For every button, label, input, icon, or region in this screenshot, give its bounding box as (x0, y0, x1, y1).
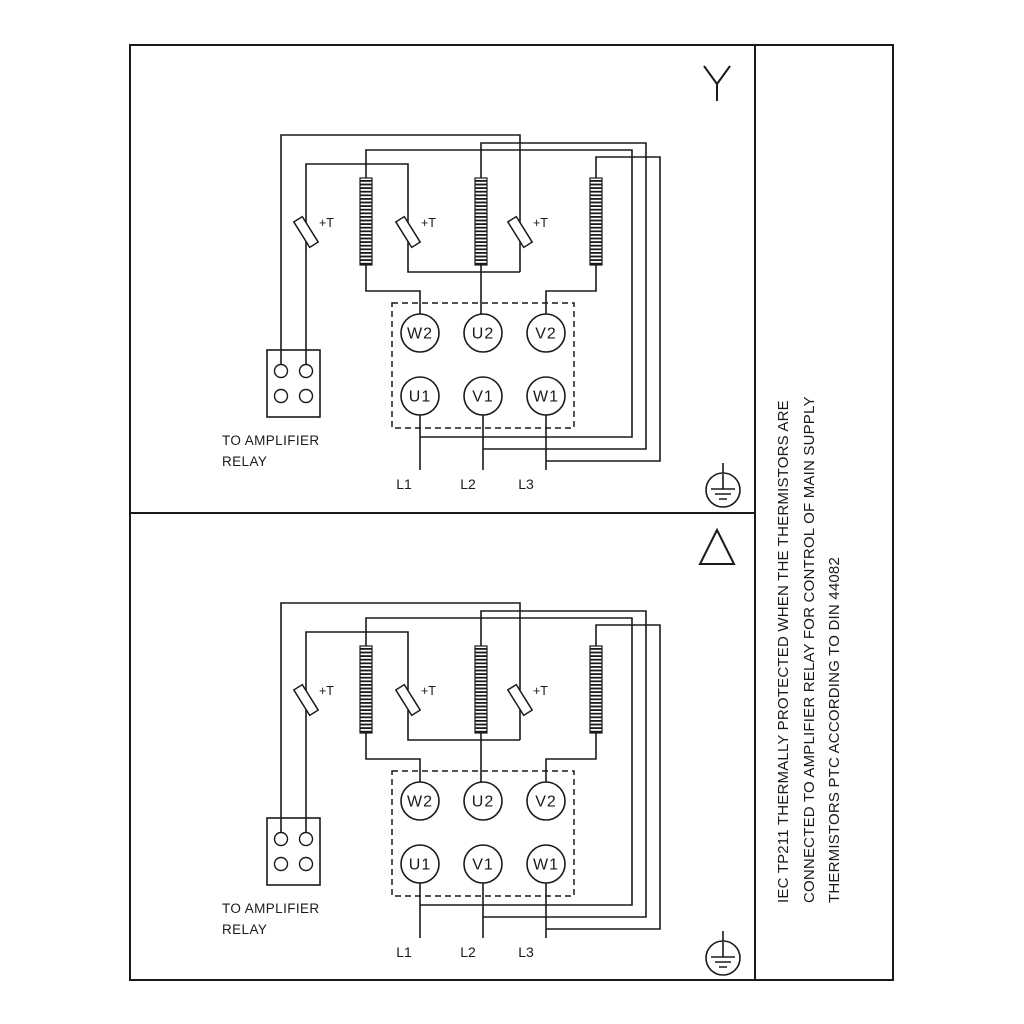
thermistor-icon: +T (394, 683, 436, 717)
wiring-lines (280, 134, 661, 470)
side-note-line-3: THERMISTORS PTC ACCORDING TO DIN 44082 (826, 556, 843, 903)
thermistor-label: +T (421, 684, 436, 698)
thermistor-icon: +T (506, 215, 548, 249)
relay-caption-line2: RELAY (222, 922, 267, 937)
winding-coil-icon (359, 645, 373, 734)
terminal-v1: V1 (463, 376, 503, 416)
terminal-label: V1 (472, 857, 494, 874)
supply-line-l2: L2 (460, 476, 476, 492)
side-note-line-2: CONNECTED TO AMPLIFIER RELAY FOR CONTROL… (800, 396, 818, 903)
terminal-label: U2 (472, 326, 494, 343)
wiring-lines (280, 602, 661, 938)
star-panel: +T +T +T W2 U2 V2 (222, 65, 741, 508)
winding-coil-icon (474, 177, 488, 266)
terminal-label: W1 (533, 389, 559, 406)
supply-line-l3: L3 (518, 476, 534, 492)
thermistor-label: +T (319, 216, 334, 230)
terminal-u2: U2 (463, 781, 503, 821)
amplifier-relay-block (266, 817, 321, 886)
delta-panel: +T +T +T W2 U2 V2 (222, 527, 741, 976)
relay-caption-line2: RELAY (222, 454, 267, 469)
relay-caption-line1: TO AMPLIFIER (222, 901, 320, 916)
terminal-box (391, 302, 575, 429)
thermistor-icon: +T (292, 215, 334, 249)
thermistor-icon: +T (506, 683, 548, 717)
delta-connection-icon (698, 527, 736, 565)
terminal-u1: U1 (400, 844, 440, 884)
terminal-label: V2 (535, 794, 557, 811)
frame (129, 44, 894, 981)
terminal-label: V2 (535, 326, 557, 343)
relay-caption-line1: TO AMPLIFIER (222, 433, 320, 448)
winding-coil-icon (589, 645, 603, 734)
terminal-w2: W2 (400, 781, 440, 821)
terminal-label: U1 (409, 857, 431, 874)
supply-line-l2: L2 (460, 944, 476, 960)
terminal-label: U2 (472, 794, 494, 811)
terminal-label: V1 (472, 389, 494, 406)
thermistor-label: +T (533, 216, 548, 230)
terminal-u2: U2 (463, 313, 503, 353)
supply-line-l3: L3 (518, 944, 534, 960)
thermistor-icon: +T (394, 215, 436, 249)
terminal-w1: W1 (526, 376, 566, 416)
side-note-line-1: IEC TP211 THERMALLY PROTECTED WHEN THE T… (775, 400, 792, 903)
terminal-label: W2 (407, 326, 433, 343)
winding-coil-icon (474, 645, 488, 734)
terminal-label: U1 (409, 389, 431, 406)
thermistor-label: +T (533, 684, 548, 698)
thermistor-label: +T (421, 216, 436, 230)
earth-ground-icon (705, 463, 741, 508)
winding-coil-icon (359, 177, 373, 266)
terminal-label: W1 (533, 857, 559, 874)
supply-line-l1: L1 (396, 476, 412, 492)
earth-ground-icon (705, 931, 741, 976)
thermistor-label: +T (319, 684, 334, 698)
terminal-u1: U1 (400, 376, 440, 416)
thermistor-icon: +T (292, 683, 334, 717)
terminal-v2: V2 (526, 781, 566, 821)
terminal-v2: V2 (526, 313, 566, 353)
terminal-label: W2 (407, 794, 433, 811)
terminal-box (391, 770, 575, 897)
amplifier-relay-block (266, 349, 321, 418)
winding-coil-icon (589, 177, 603, 266)
terminal-v1: V1 (463, 844, 503, 884)
supply-line-l1: L1 (396, 944, 412, 960)
side-note: IEC TP211 THERMALLY PROTECTED WHEN THE T… (771, 351, 848, 903)
star-connection-icon (703, 65, 731, 101)
terminal-w2: W2 (400, 313, 440, 353)
terminal-w1: W1 (526, 844, 566, 884)
